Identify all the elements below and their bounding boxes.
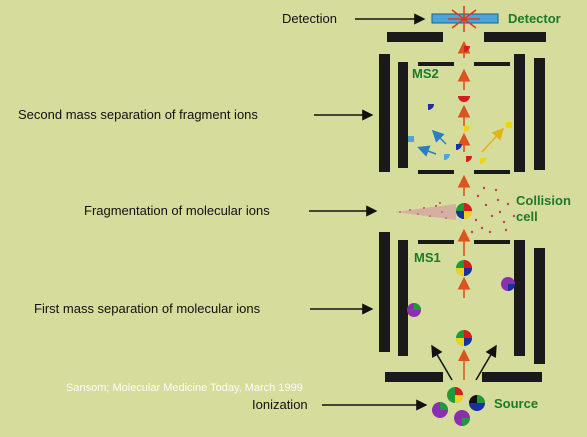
- label-fragmentation: Fragmentation of molecular ions: [84, 203, 270, 218]
- ms2-top-plate-right: [484, 32, 546, 42]
- ms1-ions: [407, 260, 515, 346]
- collision-gas-beam: [395, 204, 456, 220]
- label-detector: Detector: [508, 11, 561, 26]
- ms2-top-plate-left: [387, 32, 443, 42]
- label-detection: Detection: [282, 11, 337, 26]
- source-plate-left: [385, 372, 443, 382]
- label-collision-cell-line2: cell: [516, 209, 538, 224]
- label-pointers: [309, 13, 428, 411]
- label-ms2: MS2: [412, 66, 439, 81]
- ms1-quadrupole: [379, 232, 545, 364]
- collision-cell-ion: [456, 203, 472, 219]
- label-source: Source: [494, 396, 539, 411]
- source-ions: [432, 387, 485, 426]
- label-second-separation: Second mass separation of fragment ions: [18, 107, 258, 122]
- citation-credit: Sansom; Molecular Medicine Today, March …: [66, 382, 303, 394]
- detector-burst: [448, 6, 480, 32]
- label-ms1: MS1: [414, 250, 441, 265]
- ms2-fragment-ions: [408, 96, 512, 164]
- label-first-separation: First mass separation of molecular ions: [34, 301, 261, 316]
- label-collision-cell-line1: Collision: [516, 193, 571, 208]
- label-ionization: Ionization: [252, 397, 308, 412]
- ms1-trajectories: [431, 344, 497, 381]
- ms2-quadrupole: [379, 54, 545, 174]
- ms2-scatter-arrows: [417, 127, 505, 157]
- detector-fragment-ion: [464, 46, 470, 52]
- source-plate-right: [482, 372, 542, 382]
- detector: [431, 6, 499, 32]
